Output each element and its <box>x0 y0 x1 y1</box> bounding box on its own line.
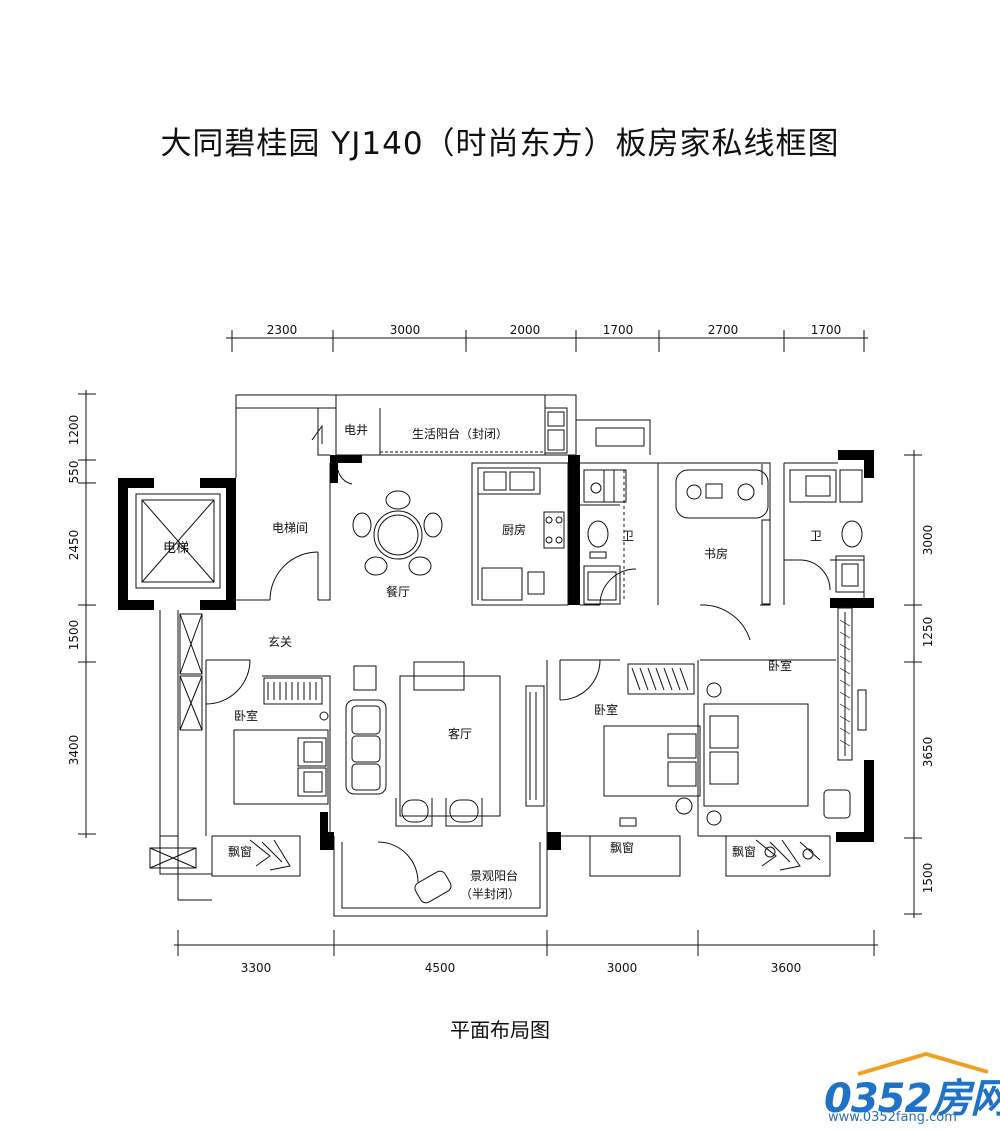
elevator-car <box>135 493 221 589</box>
dim-bottom-2: 4500 <box>425 961 456 975</box>
living-furniture <box>345 661 545 904</box>
bay-window-decor <box>249 839 821 871</box>
label-view-balcony-note: （半封闭） <box>460 887 520 901</box>
right-dimension-line <box>904 450 922 918</box>
dim-left-2: 550 <box>67 461 81 484</box>
house-roof-icon <box>857 1052 989 1076</box>
dim-top-6: 1700 <box>811 323 842 337</box>
bath2-fixtures <box>789 469 865 593</box>
dim-bottom-1: 3300 <box>241 961 272 975</box>
dim-right-1: 3000 <box>921 525 935 556</box>
label-study: 书房 <box>704 546 728 561</box>
label-bay-window-2: 飘窗 <box>610 841 634 855</box>
dim-left-3: 2450 <box>67 530 81 561</box>
dim-right-4: 1500 <box>921 863 935 894</box>
label-service-balcony: 生活阳台（封闭） <box>412 426 508 441</box>
label-bay-window-3: 飘窗 <box>732 845 756 859</box>
service-balcony-fixtures <box>380 407 645 454</box>
watermark-logo: 0352房网 <box>824 1076 1000 1122</box>
door-swings <box>205 424 831 883</box>
left-bedroom-furniture <box>233 677 329 805</box>
right-bedroom-furniture <box>703 682 851 826</box>
dim-right-3: 3650 <box>921 737 935 768</box>
dim-top-1: 2300 <box>267 323 298 337</box>
label-elevator: 电梯 <box>163 541 189 556</box>
dim-top-2: 3000 <box>390 323 421 337</box>
dim-top-5: 2700 <box>708 323 739 337</box>
label-bath2: 卫 <box>810 529 822 543</box>
dim-bottom-3: 3000 <box>607 961 638 975</box>
left-ducts <box>149 613 203 869</box>
label-view-balcony: 景观阳台 <box>470 868 518 883</box>
dim-top-4: 1700 <box>603 323 634 337</box>
solid-walls <box>118 450 874 850</box>
left-dimension-line <box>78 390 96 838</box>
kitchen-fixtures <box>477 467 565 601</box>
dim-left-4: 1500 <box>67 620 81 651</box>
site-watermark: 0352房网 www.0352fang.com <box>818 1052 1000 1126</box>
label-bedroom-left: 卧室 <box>234 708 258 723</box>
watermark-url: www.0352fang.com <box>828 1110 957 1125</box>
dim-left-5: 3400 <box>67 735 81 766</box>
label-foyer: 玄关 <box>268 634 292 649</box>
label-shaft: 电井 <box>344 423 368 437</box>
bath1-fixtures <box>583 469 627 605</box>
plan-title: 大同碧桂园 YJ140（时尚东方）板房家私线框图 <box>160 126 840 162</box>
label-dining: 餐厅 <box>386 584 410 599</box>
top-dimension-line <box>226 330 868 352</box>
label-bath1: 卫 <box>622 529 634 543</box>
middle-bedroom-furniture <box>603 663 701 827</box>
study-desk <box>675 469 771 605</box>
label-bedroom-right: 卧室 <box>768 658 792 673</box>
label-living: 客厅 <box>448 726 472 741</box>
dim-left-1: 1200 <box>67 415 81 446</box>
label-bay-window-1: 飘窗 <box>228 845 252 859</box>
label-kitchen: 厨房 <box>502 522 526 537</box>
outer-walls <box>159 394 865 917</box>
bottom-dimension-line <box>174 930 878 956</box>
plan-caption: 平面布局图 <box>450 1018 550 1042</box>
dim-bottom-4: 3600 <box>771 961 802 975</box>
right-wardrobe <box>837 607 867 761</box>
label-elevator-lobby: 电梯间 <box>272 521 308 535</box>
dim-right-2: 1250 <box>921 617 935 648</box>
dim-top-3: 2000 <box>510 323 541 337</box>
dining-table <box>352 490 443 576</box>
label-bedroom-mid: 卧室 <box>594 702 618 717</box>
